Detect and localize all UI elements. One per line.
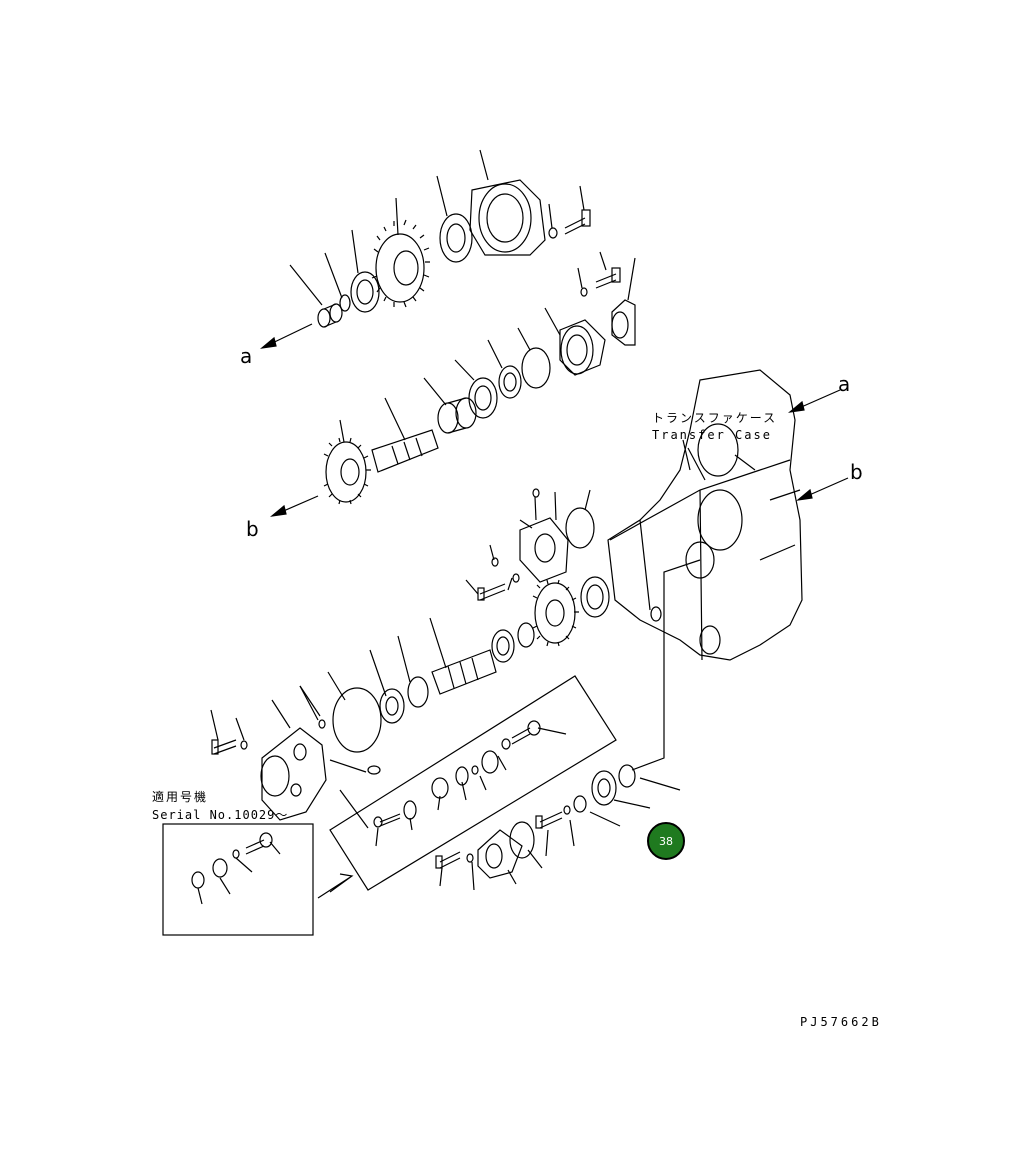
- label-a-right: a: [838, 372, 851, 396]
- serial-label-en: Serial No.10029～: [152, 808, 289, 822]
- label-a-left: a: [240, 344, 253, 368]
- top-shaft-assembly: [259, 149, 591, 349]
- pump-assembly: [210, 685, 381, 829]
- serial-label-jp: 適用号機: [152, 790, 209, 804]
- middle-shaft-assembly: [299, 488, 610, 753]
- figure-code: PJ57662B: [800, 1015, 882, 1029]
- boxed-subassembly: [317, 675, 617, 899]
- transfer-case-label-jp: トランスファケース: [652, 411, 778, 425]
- transfer-case: [607, 369, 849, 661]
- inset-box: [162, 823, 314, 936]
- second-shaft-assembly: [269, 251, 636, 517]
- label-b-right: b: [850, 460, 863, 484]
- label-b-left: b: [246, 517, 259, 541]
- callout-38[interactable]: 38: [647, 822, 685, 860]
- transfer-case-label-en: Transfer Case: [652, 428, 772, 442]
- lower-right-parts: [435, 559, 701, 891]
